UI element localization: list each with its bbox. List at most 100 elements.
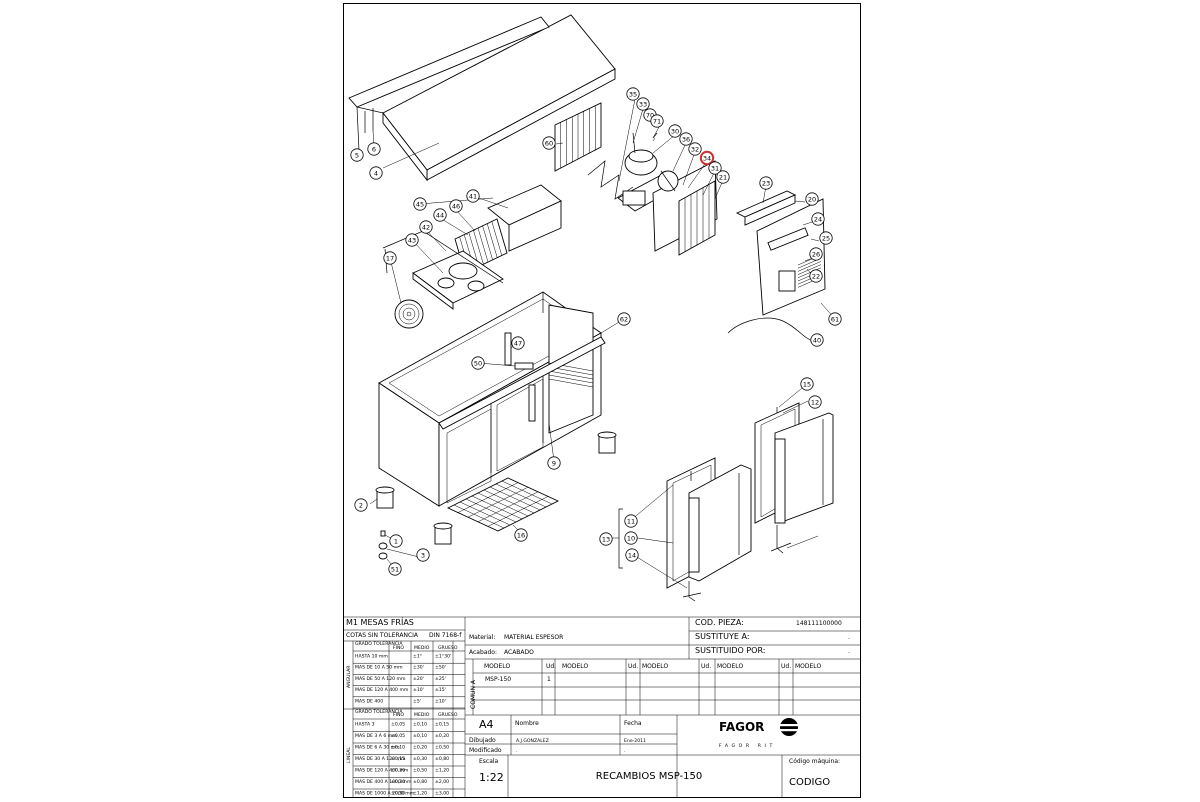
svg-text:9: 9 xyxy=(552,459,556,467)
header-ud_header-1: Ud. xyxy=(546,663,556,670)
svg-text:6: 6 xyxy=(372,145,376,153)
svg-text:36: 36 xyxy=(682,135,690,143)
lineal-row-5-fino: ±0,30 xyxy=(391,779,405,785)
part-feet xyxy=(375,431,617,560)
svg-text:12: 12 xyxy=(811,398,819,406)
angular-row-1-grueso: ±50' xyxy=(435,665,446,671)
lineal-row-0-range: HASTA 3 xyxy=(355,722,375,728)
header-modelo_header-2: MODELO xyxy=(562,663,588,670)
modificado-fecha: . xyxy=(624,749,625,754)
callout-10: 10 xyxy=(624,531,638,545)
svg-text:46: 46 xyxy=(452,202,460,210)
callout-1: 1 xyxy=(389,534,403,548)
angular-col-fino: FINO xyxy=(393,645,404,651)
svg-text:4: 4 xyxy=(374,169,378,177)
angular-col-grado: GRADO TOLERANCIA xyxy=(355,641,403,647)
svg-text:42: 42 xyxy=(422,223,430,231)
lineal-col-fino: FINO xyxy=(393,712,404,718)
callout-14: 14 xyxy=(625,548,639,562)
parts-artwork xyxy=(348,14,836,602)
callout-3: 3 xyxy=(416,548,430,562)
lineal-row-3-grueso: ±0,80 xyxy=(435,756,449,762)
codigo-label: Código máquina: xyxy=(789,758,840,765)
callout-13: 13 xyxy=(599,532,613,546)
acabado-label: Acabado: xyxy=(469,649,497,656)
header-modelo_header-6: MODELO xyxy=(717,663,743,670)
brand-logo-icon xyxy=(780,718,798,736)
angular-row-4-medio: ±5' xyxy=(413,698,421,704)
cod-pieza-value: 148111100000 xyxy=(796,620,842,627)
svg-text:23: 23 xyxy=(762,179,770,187)
callout-31: 31 xyxy=(708,161,722,175)
lineal-row-3-range: MAS DE 30 A 120 mm xyxy=(355,756,406,762)
callout-12: 12 xyxy=(808,395,822,409)
angular-row-4-grueso: ±10' xyxy=(435,698,446,704)
lineal-row-6-fino: ±0,50 xyxy=(391,791,405,797)
svg-text:5: 5 xyxy=(355,151,359,159)
callout-44: 44 xyxy=(433,208,447,222)
callout-11: 11 xyxy=(624,514,638,528)
callout-35: 35 xyxy=(626,87,640,101)
callout-62: 62 xyxy=(617,312,631,326)
lineal-row-6-grueso: ±3,00 xyxy=(435,791,449,797)
part-worktop xyxy=(348,14,616,182)
svg-text:13: 13 xyxy=(602,535,610,543)
lineal-row-1-grueso: ±0,20 xyxy=(435,733,449,739)
svg-text:61: 61 xyxy=(831,315,839,323)
callout-40: 40 xyxy=(810,333,824,347)
angular-row-4-range: MAS DE 400 xyxy=(355,698,383,704)
lineal-side-label: LINEAL xyxy=(346,747,352,763)
svg-text:71: 71 xyxy=(653,117,661,125)
svg-text:51: 51 xyxy=(391,565,399,573)
format-label: A4 xyxy=(479,718,494,731)
svg-text:16: 16 xyxy=(517,531,525,539)
svg-text:60: 60 xyxy=(545,139,553,147)
callout-23: 23 xyxy=(759,176,773,190)
svg-text:50: 50 xyxy=(474,359,482,367)
svg-text:31: 31 xyxy=(711,164,719,172)
callout-21: 21 xyxy=(716,170,730,184)
cod-pieza-label: COD. PIEZA: xyxy=(695,618,744,627)
lineal-row-2-fino: ±0,10 xyxy=(391,745,405,751)
svg-text:11: 11 xyxy=(627,517,635,525)
svg-text:47: 47 xyxy=(514,339,522,347)
svg-text:10: 10 xyxy=(627,534,635,542)
svg-text:40: 40 xyxy=(813,336,821,344)
lineal-row-2-medio: ±0,20 xyxy=(413,745,427,751)
lineal-row-2-grueso: ±0,50 xyxy=(435,745,449,751)
ud-value: 1 xyxy=(547,676,551,683)
svg-text:34: 34 xyxy=(703,154,711,162)
svg-text:33: 33 xyxy=(639,100,647,108)
material-label: Material: xyxy=(469,634,495,641)
header-modelo_header-4: MODELO xyxy=(642,663,668,670)
callout-15: 15 xyxy=(800,377,814,391)
callout-22: 22 xyxy=(809,269,823,283)
part-fan-guard xyxy=(394,299,424,329)
callout-61: 61 xyxy=(828,312,842,326)
dibujado-label: Dibujado xyxy=(469,737,496,744)
callout-26: 26 xyxy=(809,247,823,261)
callout-16: 16 xyxy=(514,528,528,542)
sustituye-label: SUSTITUYE A: xyxy=(695,632,750,641)
lineal-col-medio: MEDIO xyxy=(414,712,430,718)
callout-45: 45 xyxy=(413,197,427,211)
callout-20: 20 xyxy=(805,192,819,206)
dibujado-fecha: Ene-2011 xyxy=(624,738,646,744)
brand-subtitle: FAGOR RIT xyxy=(719,743,776,749)
lineal-row-5-range: MAS DE 400 A 1000 mm xyxy=(355,779,412,785)
svg-text:3: 3 xyxy=(421,551,425,559)
lineal-row-4-fino: ±0,20 xyxy=(391,768,405,774)
modificado-label: Modificado xyxy=(469,747,502,754)
svg-text:30: 30 xyxy=(671,127,679,135)
modificado-value: . xyxy=(516,749,517,754)
callout-6: 6 xyxy=(367,142,381,156)
brand-logo-text: FAGOR xyxy=(719,720,764,734)
exploded-parts-drawing: 4566035337071303632343121232024252622614… xyxy=(343,3,861,801)
drawing-title: RECAMBIOS MSP-150 xyxy=(596,771,702,782)
nombre-label: Nombre xyxy=(515,720,539,727)
comun-a-label: COMUN A xyxy=(470,679,477,709)
svg-text:62: 62 xyxy=(620,315,628,323)
sustituido-label: SUSTITUIDO POR: xyxy=(695,646,766,655)
angular-col-grueso: GRUESO xyxy=(438,645,458,651)
